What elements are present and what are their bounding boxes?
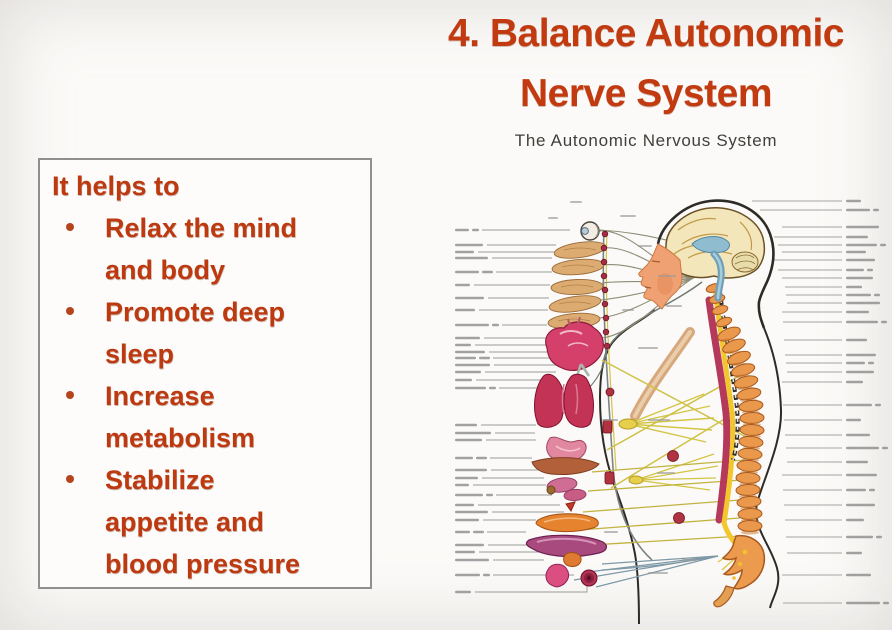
ans-illustration xyxy=(455,199,889,625)
glands xyxy=(547,241,607,347)
benefits-box: It helps to Relax the mind and body Prom… xyxy=(38,158,372,589)
benefit-item: Stabilize appetite and blood pressure xyxy=(52,459,362,585)
benefit-text: Increase metabolism xyxy=(105,381,256,453)
benefits-list: Relax the mind and body Promote deep sle… xyxy=(52,207,362,585)
bullet-icon xyxy=(66,391,74,399)
autonomic-nervous-system-diagram xyxy=(452,188,892,630)
micro-labels xyxy=(548,201,696,574)
bullet-icon xyxy=(66,223,74,231)
vertebrae xyxy=(705,283,765,535)
corpus-callosum xyxy=(691,236,730,254)
lung-left xyxy=(534,373,565,428)
benefits-heading: It helps to xyxy=(52,171,180,201)
benefit-item: Relax the mind and body xyxy=(52,207,362,291)
adrenal-gland xyxy=(565,501,576,513)
spleen xyxy=(563,488,587,502)
nerve-lines xyxy=(573,229,749,588)
spinal-red-band xyxy=(705,296,731,524)
title-block: 4. Balance Autonomic Nerve System The Au… xyxy=(406,4,886,151)
benefit-item: Promote deep sleep xyxy=(52,291,362,375)
bladder xyxy=(545,563,570,588)
eye-organ xyxy=(580,221,600,241)
benefit-item: Increase metabolism xyxy=(52,375,362,459)
gallbladder xyxy=(546,485,556,495)
small-intestine xyxy=(535,513,599,533)
label-leader-lines xyxy=(455,199,889,605)
head xyxy=(638,199,775,329)
organs xyxy=(525,221,608,588)
spinal-canal xyxy=(712,285,745,553)
stomach xyxy=(546,436,587,463)
bullet-icon xyxy=(66,475,74,483)
benefit-text: Stabilize appetite and blood pressure xyxy=(105,465,301,579)
benefit-text: Promote deep sleep xyxy=(105,297,286,369)
sympathetic-ganglia xyxy=(600,230,685,524)
heart xyxy=(545,321,604,371)
diagram-caption: The Autonomic Nervous System xyxy=(514,131,778,150)
bullet-icon xyxy=(66,307,74,315)
liver xyxy=(531,457,600,475)
lung-right xyxy=(563,373,594,428)
benefit-text: Relax the mind and body xyxy=(105,213,298,285)
coccyx xyxy=(713,585,735,608)
sacrum xyxy=(721,534,766,590)
rectum xyxy=(563,552,582,567)
slide-title: 4. Balance Autonomic Nerve System xyxy=(448,12,844,115)
skull-outline xyxy=(656,199,775,329)
